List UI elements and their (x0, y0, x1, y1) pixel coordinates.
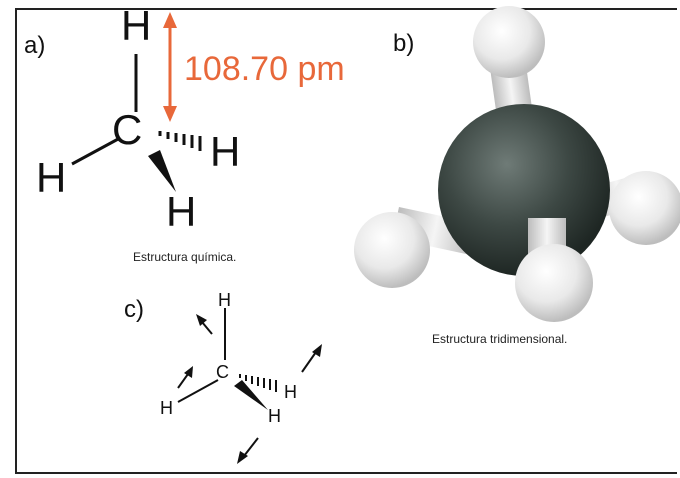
atom-h-right: H (210, 128, 241, 175)
panel-c-structure (177, 308, 322, 464)
bond-length-label: 108.70 pm (184, 50, 345, 88)
panel-b-label: b) (393, 30, 415, 57)
panel-c-label: c) (124, 296, 144, 323)
panel-a-label: a) (24, 32, 46, 59)
panel-b-3d-model (354, 6, 680, 322)
vibration-arrows (177, 314, 322, 464)
atom-c-h-left: H (160, 398, 173, 418)
hydrogen-atom-left (354, 212, 430, 288)
atom-h-bottom: H (166, 188, 197, 235)
atom-h-left: H (36, 154, 67, 201)
figure-frame (15, 8, 677, 474)
hydrogen-atom-top (473, 6, 545, 78)
carbon-atom (438, 104, 610, 276)
hydrogen-atom-front (515, 244, 593, 322)
hashed-bond-c (239, 374, 277, 392)
atom-c-h-bottom: H (268, 406, 281, 426)
caption-b: Estructura tridimensional. (432, 332, 568, 346)
atom-c-c: C (216, 362, 229, 382)
atom-c-h-right: H (284, 382, 297, 402)
bond-c-left (177, 379, 219, 403)
hashed-bond (158, 131, 202, 151)
hydrogen-atom-right (609, 171, 680, 245)
bond-left (71, 136, 121, 166)
atom-h-top: H (121, 2, 152, 49)
atom-c: C (112, 106, 143, 153)
bond-length-arrow (163, 12, 177, 122)
wedge-bond (148, 150, 176, 192)
panel-a-structure (71, 12, 202, 192)
caption-a: Estructura química. (133, 250, 237, 264)
atom-c-h-top: H (218, 290, 231, 310)
wedge-bond-c (234, 380, 268, 410)
